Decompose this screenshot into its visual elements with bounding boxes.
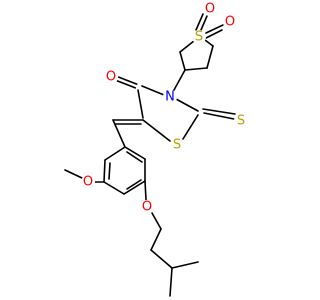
- bond: [173, 69, 186, 91]
- atom-label-n: N: [165, 90, 175, 105]
- atom-s-thione: S: [234, 114, 248, 129]
- structure-drawing: S O O N O S S: [64, 1, 248, 297]
- bond: [171, 261, 199, 269]
- bond: [203, 29, 223, 40]
- bond: [151, 212, 162, 230]
- bond: [200, 15, 208, 31]
- bond: [124, 146, 146, 160]
- bond: [64, 169, 83, 179]
- bond: [141, 85, 165, 96]
- atom-o-methoxy: O: [81, 175, 95, 190]
- bond: [150, 228, 162, 251]
- bond: [137, 89, 144, 119]
- atom-o-sulfone-1: O: [203, 2, 217, 17]
- molecule-diagram: S O O N O S S: [64, 1, 248, 297]
- atom-label-s: S: [173, 138, 181, 153]
- bond: [123, 180, 146, 195]
- bond: [184, 67, 208, 71]
- bond: [202, 108, 236, 115]
- bond: [112, 119, 126, 148]
- bond: [116, 80, 137, 89]
- bond: [195, 13, 204, 31]
- atom-o-ether: O: [140, 200, 154, 215]
- bond: [175, 98, 199, 112]
- bond: [126, 151, 143, 163]
- bond: [104, 146, 126, 161]
- atom-label-s: S: [195, 30, 203, 45]
- bond: [182, 114, 199, 140]
- bond: [103, 159, 106, 183]
- bond: [205, 24, 224, 34]
- bond: [142, 119, 171, 142]
- bond: [203, 112, 235, 120]
- atom-label-o: O: [142, 200, 152, 215]
- atom-s-ring: S: [170, 138, 184, 153]
- atom-n-ring: N: [163, 90, 177, 105]
- atom-label-o: O: [205, 2, 215, 17]
- atom-label-o: O: [83, 175, 93, 190]
- atom-label-o: O: [225, 15, 235, 30]
- bond: [206, 45, 214, 69]
- bond: [117, 76, 138, 85]
- bond: [179, 51, 186, 71]
- atom-s-sulfolane: S: [192, 30, 206, 45]
- atom-labels-layer: S O O N O S S: [81, 2, 248, 215]
- atom-o-carbonyl: O: [104, 70, 118, 85]
- bond: [169, 267, 173, 297]
- bonds-layer: [64, 13, 236, 297]
- bond: [204, 39, 214, 47]
- bond: [103, 181, 125, 195]
- atom-label-s: S: [237, 114, 245, 129]
- atom-label-o: O: [106, 70, 116, 85]
- atom-o-sulfone-2: O: [223, 15, 237, 30]
- bond: [144, 180, 147, 201]
- bond: [126, 179, 142, 190]
- bond: [108, 162, 111, 180]
- bond: [150, 249, 173, 269]
